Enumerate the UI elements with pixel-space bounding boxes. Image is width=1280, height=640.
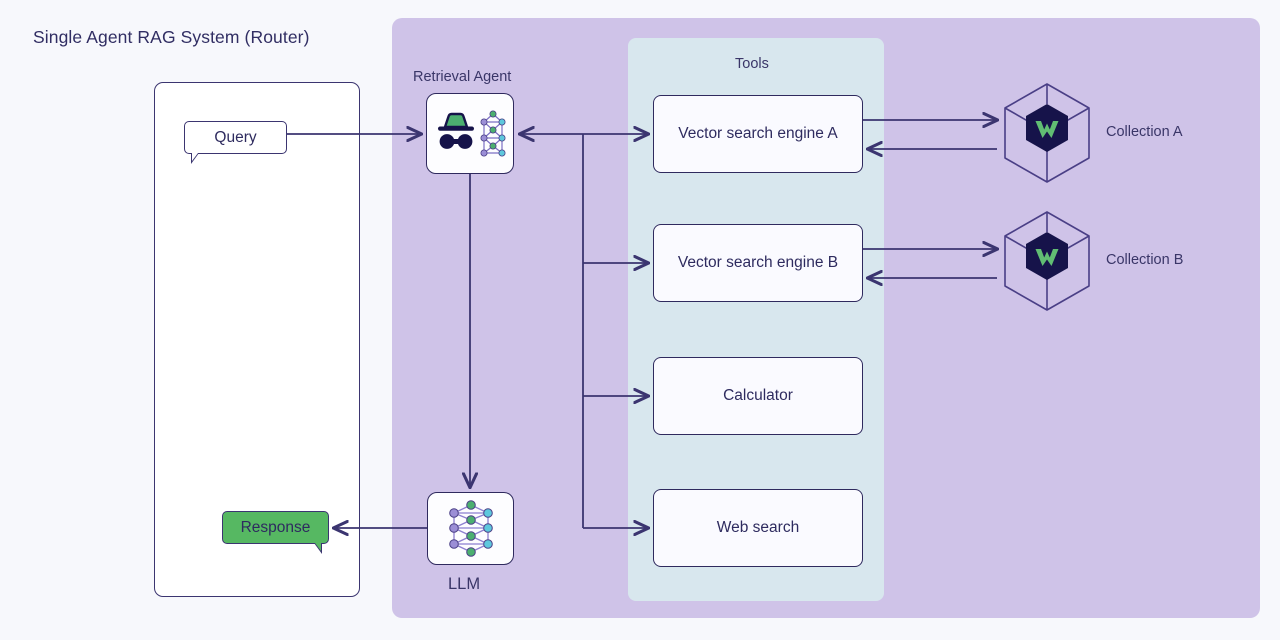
query-bubble-label: Query [214, 128, 257, 146]
query-bubble-tail-fill [192, 153, 198, 161]
collection-b-label: Collection B [1106, 252, 1184, 268]
tool-label: Calculator [723, 387, 793, 404]
response-bubble-label: Response [240, 518, 311, 536]
collection-b-node[interactable] [1001, 210, 1093, 312]
tool-vector-search-engine-a[interactable]: Vector search engine A [653, 95, 863, 173]
tools-label: Tools [735, 56, 769, 72]
tool-label: Web search [716, 519, 800, 536]
page-title: Single Agent RAG System (Router) [33, 27, 310, 47]
llm-node[interactable] [427, 492, 514, 565]
response-bubble-tail-fill [315, 543, 321, 551]
query-bubble[interactable]: Query [184, 121, 287, 164]
tool-vector-search-engine-b[interactable]: Vector search engine B [653, 224, 863, 302]
neural-network-icon [448, 499, 493, 557]
tool-label: Vector search engine A [678, 125, 838, 142]
llm-label: LLM [448, 575, 481, 593]
tool-web-search[interactable]: Web search [653, 489, 863, 567]
retrieval-agent-label: Retrieval Agent [413, 69, 512, 85]
response-bubble[interactable]: Response [222, 511, 329, 554]
weaviate-cube-icon [1004, 83, 1090, 183]
tool-label: Vector search engine B [677, 254, 839, 271]
tool-calculator[interactable]: Calculator [653, 357, 863, 435]
retrieval-agent-node[interactable] [426, 93, 514, 174]
collection-a-node[interactable] [1001, 82, 1093, 184]
incognito-agent-icon [438, 110, 506, 157]
weaviate-cube-icon [1004, 211, 1090, 311]
collection-a-label: Collection A [1106, 124, 1183, 140]
